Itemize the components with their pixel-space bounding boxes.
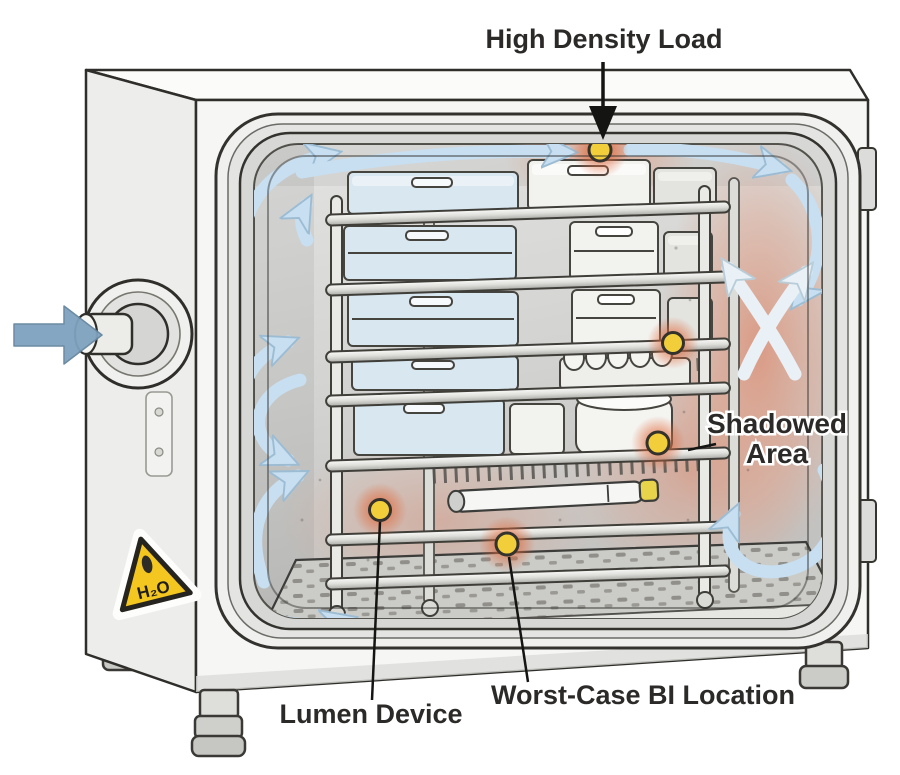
bi-marker-shadowed-shelf (631, 416, 685, 470)
leader-shadowed-area (687, 442, 717, 452)
label-worst-case-bi-location: Worst-Case BI Location (491, 680, 795, 710)
airflow-arrow (302, 205, 314, 247)
tray (569, 221, 659, 281)
tray (347, 171, 519, 215)
airflow-arrow (729, 463, 822, 579)
tray (509, 403, 565, 455)
high-density-load-pointer-arrow (589, 62, 617, 140)
top-panel (84, 68, 870, 102)
airflow-arrow (254, 342, 288, 451)
airflow-arrow (728, 268, 802, 381)
bi-marker-upper-right (647, 317, 699, 369)
water-warning-sticker: H₂O (112, 528, 202, 621)
bi-marker-worst-case (479, 516, 535, 572)
inlet-arrow (13, 305, 103, 365)
bi-markers (353, 144, 699, 572)
label-shadowed-area-line1: Shadowed (707, 408, 847, 439)
airflow-arrow (737, 272, 806, 381)
sticker-dot-icon (141, 555, 153, 574)
label-high-density-load: High Density Load (485, 24, 722, 54)
airflow-arrows (254, 144, 822, 618)
airflow-arrow (254, 469, 298, 589)
bi-marker-lumen-shelf (353, 483, 407, 537)
side-seam-plate (145, 391, 173, 477)
foot-front-left (190, 688, 247, 758)
airflow-arrow (254, 154, 330, 295)
lumen-tube-yellow-cap (638, 478, 660, 503)
shelf-rails (325, 200, 731, 591)
label-lumen-device: Lumen Device (279, 699, 462, 729)
foot-front-right (798, 640, 850, 690)
chamber-interior (254, 144, 822, 618)
airflow-arrow (295, 151, 566, 179)
tray (353, 398, 505, 456)
annotations: High Density Load Shadowed Area Lumen De… (277, 22, 850, 732)
bi-marker-high-density-load (572, 144, 628, 178)
label-shadowed-area-line2: Area (746, 438, 809, 469)
tray (347, 291, 519, 347)
leader-worst-case (507, 556, 530, 683)
leader-lumen-device (370, 521, 382, 701)
lumen-device-tube (447, 478, 660, 513)
tray (343, 225, 517, 281)
tray (571, 289, 661, 347)
airflow-arrow (254, 373, 307, 467)
airflow-arrow (623, 144, 780, 168)
perforated-floor (255, 540, 822, 618)
